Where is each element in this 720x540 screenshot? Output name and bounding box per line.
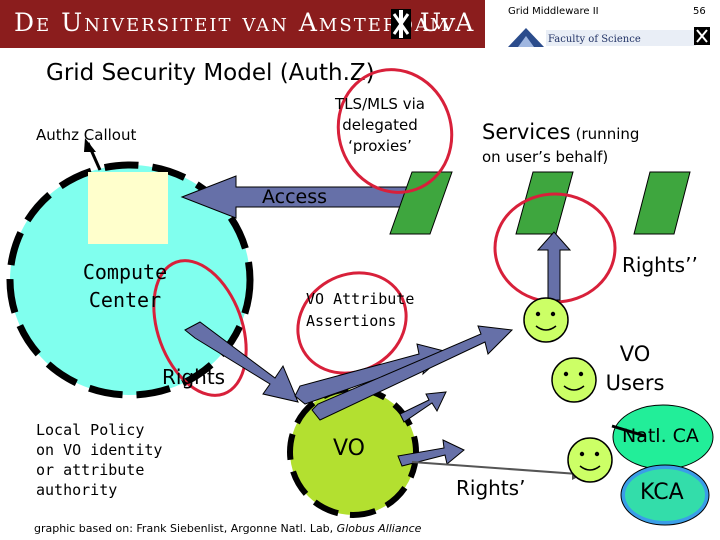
page-number: 56 xyxy=(693,6,706,17)
local-policy-line-2: on VO identity xyxy=(36,441,163,459)
vo-attribute-label: VO Attribute Assertions xyxy=(306,288,414,332)
vo-user-face-2 xyxy=(551,357,597,403)
slide-title: Grid Security Model (Auth.Z) xyxy=(46,60,375,86)
service-box-3 xyxy=(633,171,691,235)
rights-double-label: Rights’’ xyxy=(622,253,698,277)
local-policy-line-3: or attribute xyxy=(36,461,145,479)
tls-label: TLS/MLS via delegated ‘proxies’ xyxy=(310,94,450,157)
kca-label: KCA xyxy=(640,480,684,505)
local-policy-label: Local Policy on VO identity or attribute… xyxy=(36,420,162,500)
local-policy-line-4: authority xyxy=(36,481,118,499)
services-label-small: (running xyxy=(575,125,640,143)
vo-circle xyxy=(287,386,419,518)
credit-italic: Globus Alliance xyxy=(336,522,422,535)
services-label-line-2: on user’s behalf) xyxy=(482,148,609,166)
institution-name: De Universiteit van Amsterdam xyxy=(14,8,451,37)
faculty-name: Faculty of Science xyxy=(548,34,641,45)
vo-user-face-1 xyxy=(523,297,569,343)
access-label: Access xyxy=(262,186,328,208)
authz-callout-label: Authz Callout xyxy=(36,126,137,144)
services-label: Services (running xyxy=(482,120,639,144)
vo-attr-line-2: Assertions xyxy=(306,312,397,330)
tls-line-2: delegated xyxy=(342,116,418,134)
vo-user-face-3 xyxy=(567,437,613,483)
rights-up-arrow xyxy=(536,231,572,301)
highlight-circle-compute xyxy=(152,259,248,397)
compute-line-2: Center xyxy=(88,288,162,312)
vo-users-line-1: VO xyxy=(619,342,651,366)
vo-attr-line-1: VO Attribute xyxy=(306,290,415,308)
uva-crest-icon xyxy=(391,9,411,39)
compute-center-ellipse xyxy=(6,161,254,399)
user-rights-arrow-2 xyxy=(399,391,447,423)
tls-line-1: TLS/MLS via xyxy=(335,95,425,113)
vo-users-line-2: Users xyxy=(605,371,665,395)
rights-prime-label: Rights’ xyxy=(456,476,526,500)
services-label-big: Services xyxy=(482,120,571,144)
compute-line-1: Compute xyxy=(82,260,168,284)
natl-ca-label: Natl. CA xyxy=(622,425,699,447)
rights-prime-arrow xyxy=(411,461,579,475)
authz-callout-box xyxy=(88,172,168,244)
user-rights-arrow-1 xyxy=(397,439,465,467)
compute-center-label: Compute Center xyxy=(60,258,190,314)
rights-arrow xyxy=(184,321,299,403)
course-name: Grid Middleware II xyxy=(508,6,599,17)
local-policy-line-1: Local Policy xyxy=(36,421,145,439)
rights-label: Rights xyxy=(162,365,226,389)
highlight-circle-tls xyxy=(336,68,454,194)
faculty-logo xyxy=(508,28,696,47)
credit-prefix: graphic based on: Frank Siebenlist, Argo… xyxy=(34,522,337,535)
institution-short: UvA xyxy=(420,8,474,37)
highlight-circle-assertions xyxy=(296,271,408,375)
vo-users-label: VO Users xyxy=(600,340,670,398)
faculty-crest-icon xyxy=(694,27,710,45)
vo-assertion-arrow-2 xyxy=(311,325,514,421)
natl-ca-pointer xyxy=(611,424,646,438)
tls-line-3: ‘proxies’ xyxy=(348,137,412,155)
vo-label: VO xyxy=(333,436,365,461)
credit-line: graphic based on: Frank Siebenlist, Argo… xyxy=(34,522,421,535)
